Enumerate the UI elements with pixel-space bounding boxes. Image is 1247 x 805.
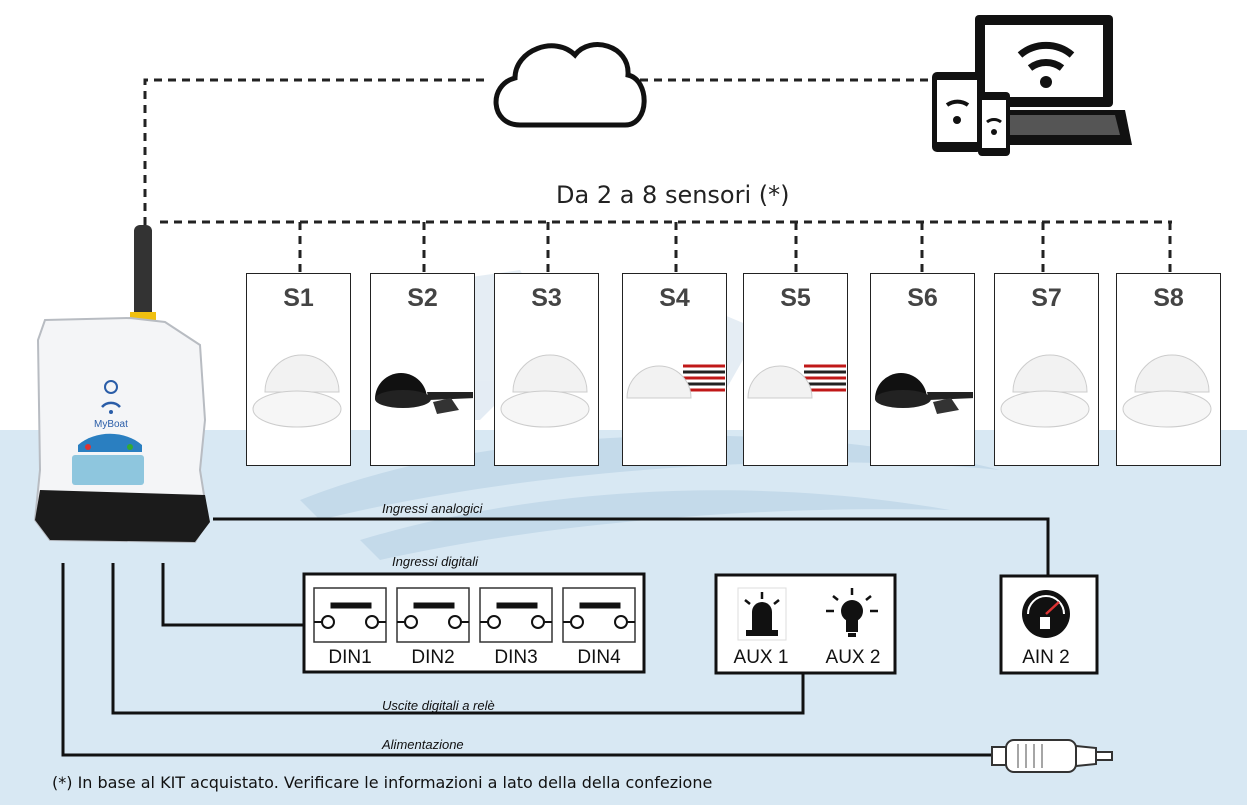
sensor-box-3: S3 [494, 273, 599, 466]
sensor-label-8: S8 [1153, 284, 1184, 312]
sensor-black-icon [375, 373, 475, 414]
analog-inputs-label: Ingressi analogici [382, 501, 483, 516]
power-plug-icon [991, 739, 1113, 773]
din3-label: DIN3 [494, 647, 538, 668]
sensor-box-4: S4 [622, 273, 727, 466]
sensor-label-4: S4 [659, 284, 690, 312]
device-brand: MyBoat [94, 419, 128, 430]
myboat-device [33, 225, 210, 544]
wireless-link-lines [143, 78, 1172, 273]
sensor-box-1: S1 [246, 273, 351, 466]
sensor-label-2: S2 [407, 284, 438, 312]
switch-icons [313, 587, 636, 643]
sensor-box-8: S8 [1116, 273, 1221, 466]
aux2-label: AUX 2 [825, 647, 881, 668]
antenna [134, 225, 152, 320]
sensor-box-5: S5 [743, 273, 848, 466]
devices-icon [932, 15, 1132, 156]
sensor-box-2: S2 [370, 273, 475, 466]
din4-label: DIN4 [577, 647, 621, 668]
ain2-label: AIN 2 [1022, 647, 1070, 668]
din1-label: DIN1 [328, 647, 372, 668]
sensor-white-icon [252, 354, 342, 428]
sensor-black-icon [875, 373, 975, 414]
cloud-icon [493, 42, 647, 128]
switch-contacts [330, 602, 621, 609]
brand-logo-icon [104, 380, 118, 394]
sensor-label-7: S7 [1031, 284, 1062, 312]
sensor-box-6: S6 [870, 273, 975, 466]
device-display [72, 455, 144, 485]
light-bulb-icon [826, 588, 878, 637]
sensor-cable-icon [626, 364, 727, 399]
relay-outputs-label: Uscite digitali a relè [382, 698, 495, 713]
siren-icon [737, 587, 787, 641]
power-label: Alimentazione [382, 737, 464, 752]
sensor-white-icon [500, 354, 590, 428]
sensor-cable-icon [747, 364, 848, 399]
din2-label: DIN2 [411, 647, 455, 668]
diagram-title: Da 2 a 8 sensori (*) [556, 181, 790, 209]
footnote: (*) In base al KIT acquistato. Verificar… [52, 773, 713, 792]
sensor-label-3: S3 [531, 284, 562, 312]
sensor-label-1: S1 [283, 284, 314, 312]
wifi-icon [101, 401, 121, 408]
aux1-label: AUX 1 [733, 647, 789, 668]
sensor-label-5: S5 [780, 284, 811, 312]
sensor-white-icon [1122, 354, 1212, 428]
sensor-label-6: S6 [907, 284, 938, 312]
sensor-box-7: S7 [994, 273, 1099, 466]
digital-inputs-label: Ingressi digitali [392, 554, 478, 569]
wired-connection-lines [61, 517, 1050, 757]
fuel-gauge-icon [1022, 590, 1070, 638]
sensor-white-icon [1000, 354, 1090, 428]
